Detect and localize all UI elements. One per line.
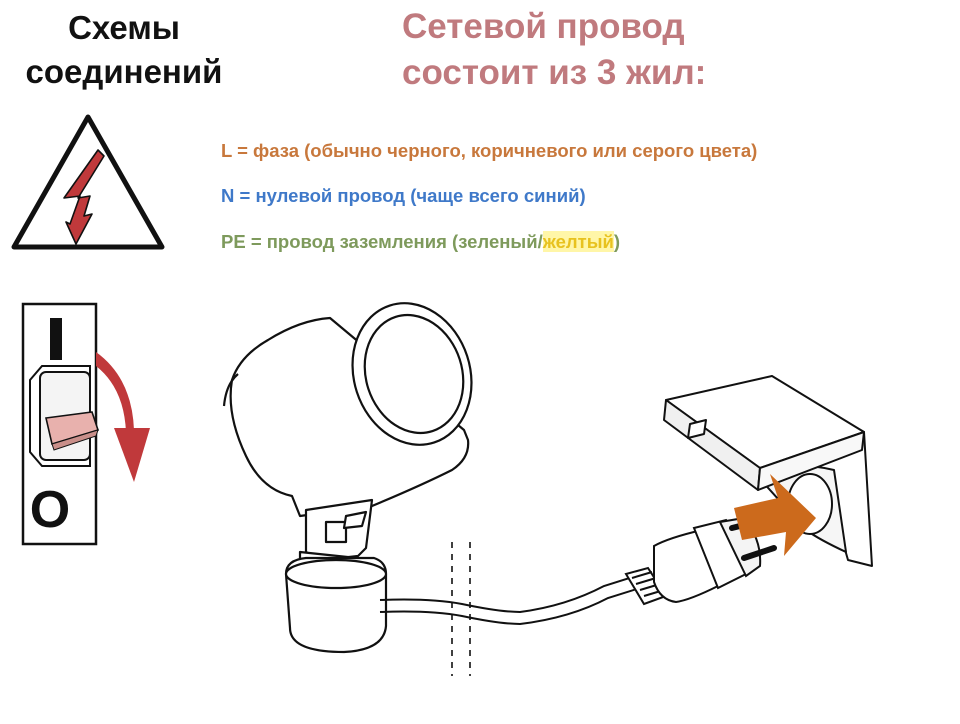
circuit-breaker-icon: O I <box>21 302 100 546</box>
subtitle: Сетевой провод состоит из 3 жил: <box>402 4 822 96</box>
subtitle-line2: состоит из 3 жил: <box>402 53 707 92</box>
insert-arrow-icon <box>734 474 816 556</box>
legend-ground: PE = провод заземления (зеленый/желтый) <box>221 231 620 253</box>
page-title: Схемы соединений <box>6 6 242 94</box>
warning-triangle-icon <box>11 114 165 250</box>
page-title-line2: соединений <box>25 53 223 90</box>
lightning-bolt-icon <box>63 149 105 245</box>
legend-phase: L = фаза (обычно черного, коричневого ил… <box>221 140 758 161</box>
legend-ground-highlight: желтый <box>542 231 614 252</box>
legend-ground-prefix: PE = провод заземления (зеленый/ <box>221 231 543 252</box>
page-title-line1: Схемы <box>68 9 180 46</box>
legend-neutral: N = нулевой провод (чаще всего синий) <box>221 185 586 206</box>
subtitle-line1: Сетевой провод <box>402 7 685 46</box>
spotlight-lamp-icon <box>222 302 473 654</box>
rotate-arrow-icon <box>96 352 150 482</box>
switch-off-label: O <box>30 481 70 539</box>
power-cable <box>379 542 641 676</box>
legend-ground-suffix: ) <box>613 231 621 252</box>
